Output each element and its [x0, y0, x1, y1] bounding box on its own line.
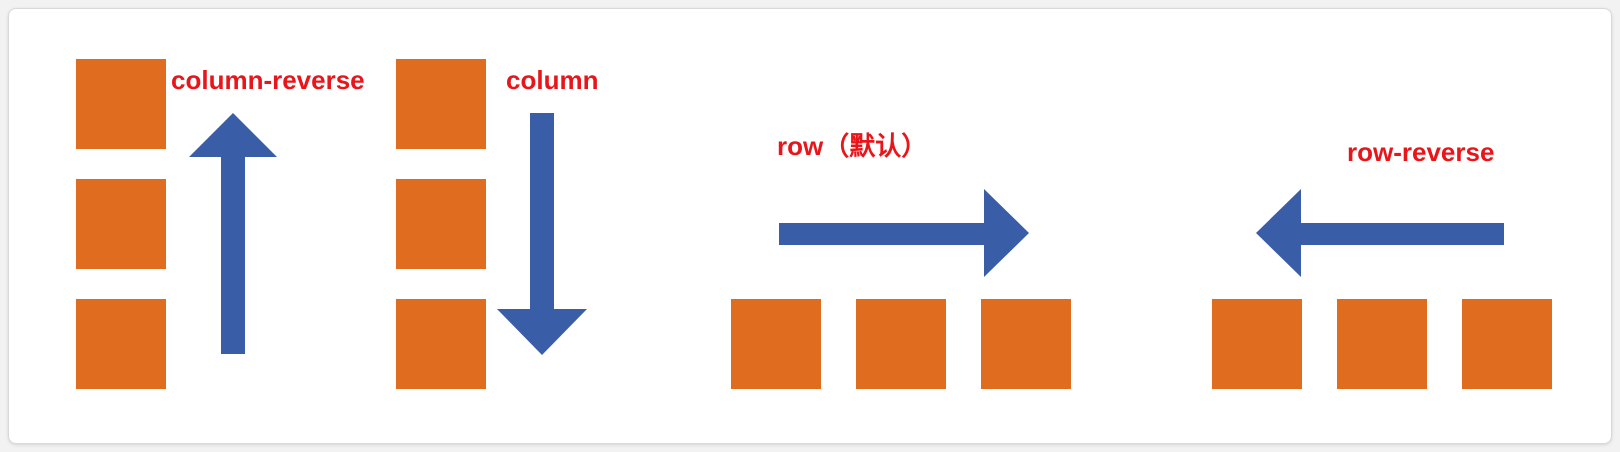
- box: [76, 59, 166, 149]
- box: [1337, 299, 1427, 389]
- box: [396, 299, 486, 389]
- box: [856, 299, 946, 389]
- box: [731, 299, 821, 389]
- box: [1462, 299, 1552, 389]
- up-arrow-icon: [189, 113, 277, 354]
- box: [981, 299, 1071, 389]
- diagram-canvas: column-reverse column row（默认） row-revers…: [8, 8, 1612, 444]
- left-arrow-icon: [1256, 189, 1504, 277]
- row-reverse-label: row-reverse: [1345, 137, 1497, 167]
- box: [76, 299, 166, 389]
- box: [396, 179, 486, 269]
- box: [396, 59, 486, 149]
- box: [76, 179, 166, 269]
- column-label: column: [504, 65, 601, 95]
- right-arrow-icon: [779, 189, 1029, 277]
- down-arrow-icon: [497, 113, 587, 355]
- column-reverse-label: column-reverse: [169, 65, 367, 95]
- box: [1212, 299, 1302, 389]
- row-label: row（默认）: [775, 131, 930, 161]
